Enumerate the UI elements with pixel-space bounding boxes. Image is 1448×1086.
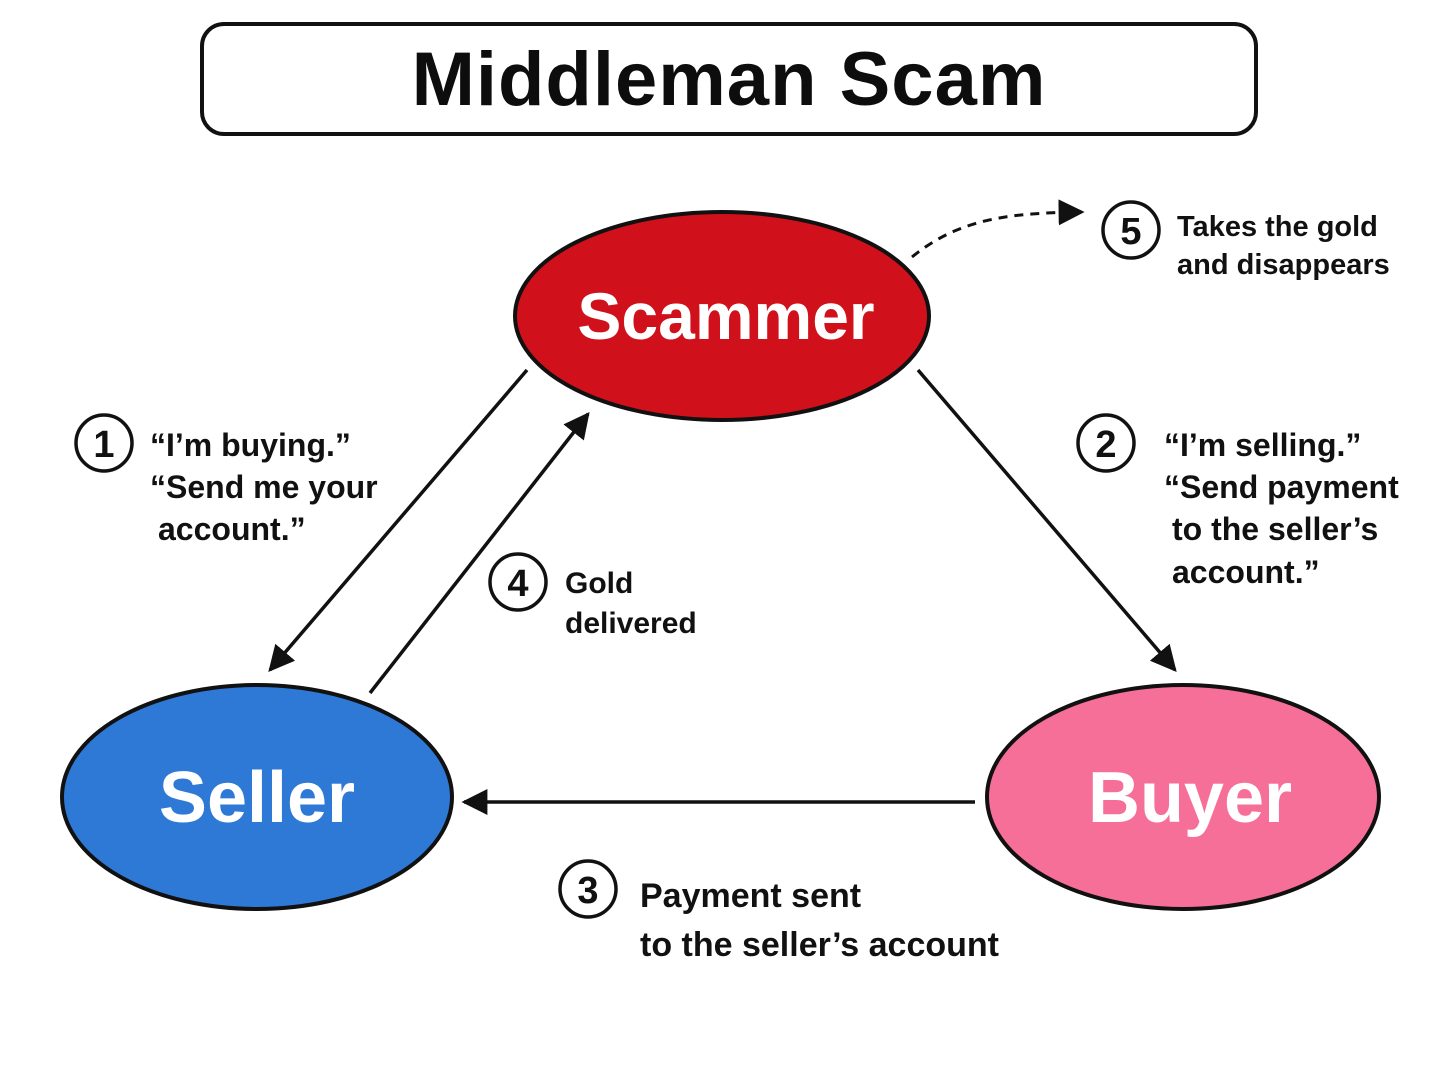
step-5-badge: 5 xyxy=(1101,200,1161,260)
step-3-line-1: Payment sent xyxy=(640,877,862,915)
step-3-note: Payment sent to the seller’s account xyxy=(640,872,999,971)
step-3-line-2: to the seller’s account xyxy=(640,926,999,965)
step-4-badge: 4 xyxy=(488,552,548,612)
step-5-note: Takes the gold and disappears xyxy=(1177,208,1390,285)
step-4-note: Gold delivered xyxy=(565,564,697,643)
step-4-number: 4 xyxy=(507,563,528,605)
step-5-line-2: and disappears xyxy=(1177,249,1390,282)
step-1-line-3: account.” xyxy=(158,511,306,548)
scammer-label: Scammer xyxy=(577,279,874,353)
buyer-node xyxy=(985,683,1381,911)
scammer-node xyxy=(513,210,931,422)
step-2-badge: 2 xyxy=(1076,413,1136,473)
step-1-number: 1 xyxy=(93,424,114,466)
arrow-step-5-dashed xyxy=(911,199,1085,259)
step-4-line-1: Gold xyxy=(565,567,634,600)
seller-node xyxy=(60,683,454,911)
seller-label: Seller xyxy=(159,758,355,838)
diagram-title: Middleman Scam xyxy=(411,36,1047,122)
step-2-line-3: to the seller’s xyxy=(1172,511,1379,548)
step-5-line-1: Takes the gold xyxy=(1177,211,1378,243)
buyer-label: Buyer xyxy=(1088,758,1292,838)
step-1-badge: 1 xyxy=(74,413,134,473)
step-2-line-1: “I’m selling.” xyxy=(1164,427,1362,463)
step-4-line-2: delivered xyxy=(565,606,697,640)
step-1-note: “I’m buying.” “Send me your account.” xyxy=(150,424,378,551)
arrow-step-1 xyxy=(268,368,529,672)
step-2-line-2: “Send payment xyxy=(1164,469,1399,506)
step-2-line-4: account.” xyxy=(1172,553,1320,590)
step-3-number: 3 xyxy=(577,870,598,912)
step-2-note: “I’m selling.” “Send payment to the sell… xyxy=(1164,424,1399,593)
title-box: Middleman Scam xyxy=(200,22,1258,136)
arrow-step-2 xyxy=(916,368,1177,672)
step-1-line-2: “Send me your xyxy=(150,469,378,506)
step-3-badge: 3 xyxy=(558,859,618,919)
arrow-step-4 xyxy=(368,411,590,695)
step-1-line-1: “I’m buying.” xyxy=(150,427,351,463)
step-5-number: 5 xyxy=(1120,211,1141,253)
step-2-number: 2 xyxy=(1095,424,1116,466)
